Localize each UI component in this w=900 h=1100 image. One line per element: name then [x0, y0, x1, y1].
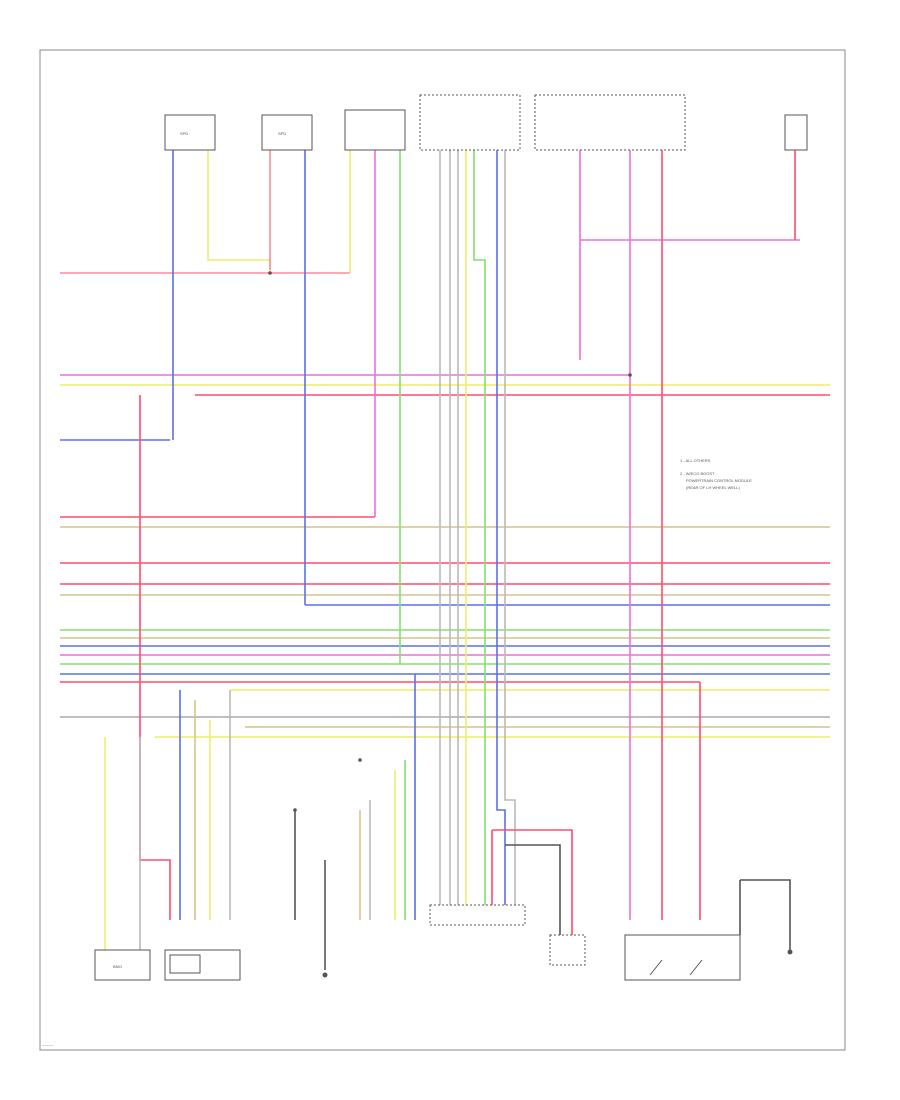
frame-corner-label: ~~~~~: [42, 1043, 54, 1048]
legend: 1 - ALL OTHERS 2 - W/ECO BOOST POWERTRAI…: [680, 458, 752, 490]
legend-note-3: POWERTRAIN CONTROL MODULE: [686, 478, 752, 483]
component-c13-ground: [787, 949, 793, 955]
component-c9-ground: [322, 972, 328, 978]
wire-v-n4: [740, 879, 791, 950]
legend-note-4: (REAR OF LH WHEEL WELL): [686, 485, 741, 490]
top-components: SPD SPD: [164, 94, 808, 151]
wire-v-c1b: [207, 150, 271, 273]
component-c2-label: SPD: [278, 131, 286, 136]
wire-v-l1: [139, 395, 171, 920]
component-c5-box: [534, 94, 686, 151]
bus-wires: [60, 239, 830, 738]
splice-3: [293, 808, 297, 812]
component-c12-box: [624, 934, 741, 981]
splice-1: [268, 271, 272, 275]
legend-note-2: 2 - W/ECO BOOST: [680, 471, 715, 476]
component-c11-box: [549, 934, 586, 966]
legend-note-1: 1 - ALL OTHERS: [680, 458, 711, 463]
vertical-wires: [104, 150, 796, 970]
component-c12-switch2: [689, 959, 703, 976]
component-c2-box: [261, 114, 313, 151]
wire-v-b6: [496, 150, 506, 920]
component-c7-box: [94, 949, 151, 981]
splice-dots: [268, 271, 632, 812]
wire-v-b5: [473, 150, 486, 920]
splice-4: [358, 758, 362, 762]
component-c12-switch1: [649, 959, 663, 976]
bottom-components: BMO: [94, 904, 793, 981]
component-c8-inner: [169, 954, 201, 974]
wire-v-n2: [492, 829, 573, 935]
wire-v-n3: [505, 844, 561, 935]
component-c10-box: [429, 904, 526, 926]
component-c1-box: [164, 114, 216, 151]
diagram-frame: [39, 49, 846, 1051]
splice-2: [628, 373, 632, 377]
component-c6-box: [784, 114, 808, 151]
component-c4-box: [419, 94, 521, 151]
component-c3-box: [344, 109, 406, 151]
wire-v-b7: [504, 150, 516, 920]
component-c7-label: BMO: [113, 964, 122, 969]
component-c1-label: SPD: [180, 131, 188, 136]
